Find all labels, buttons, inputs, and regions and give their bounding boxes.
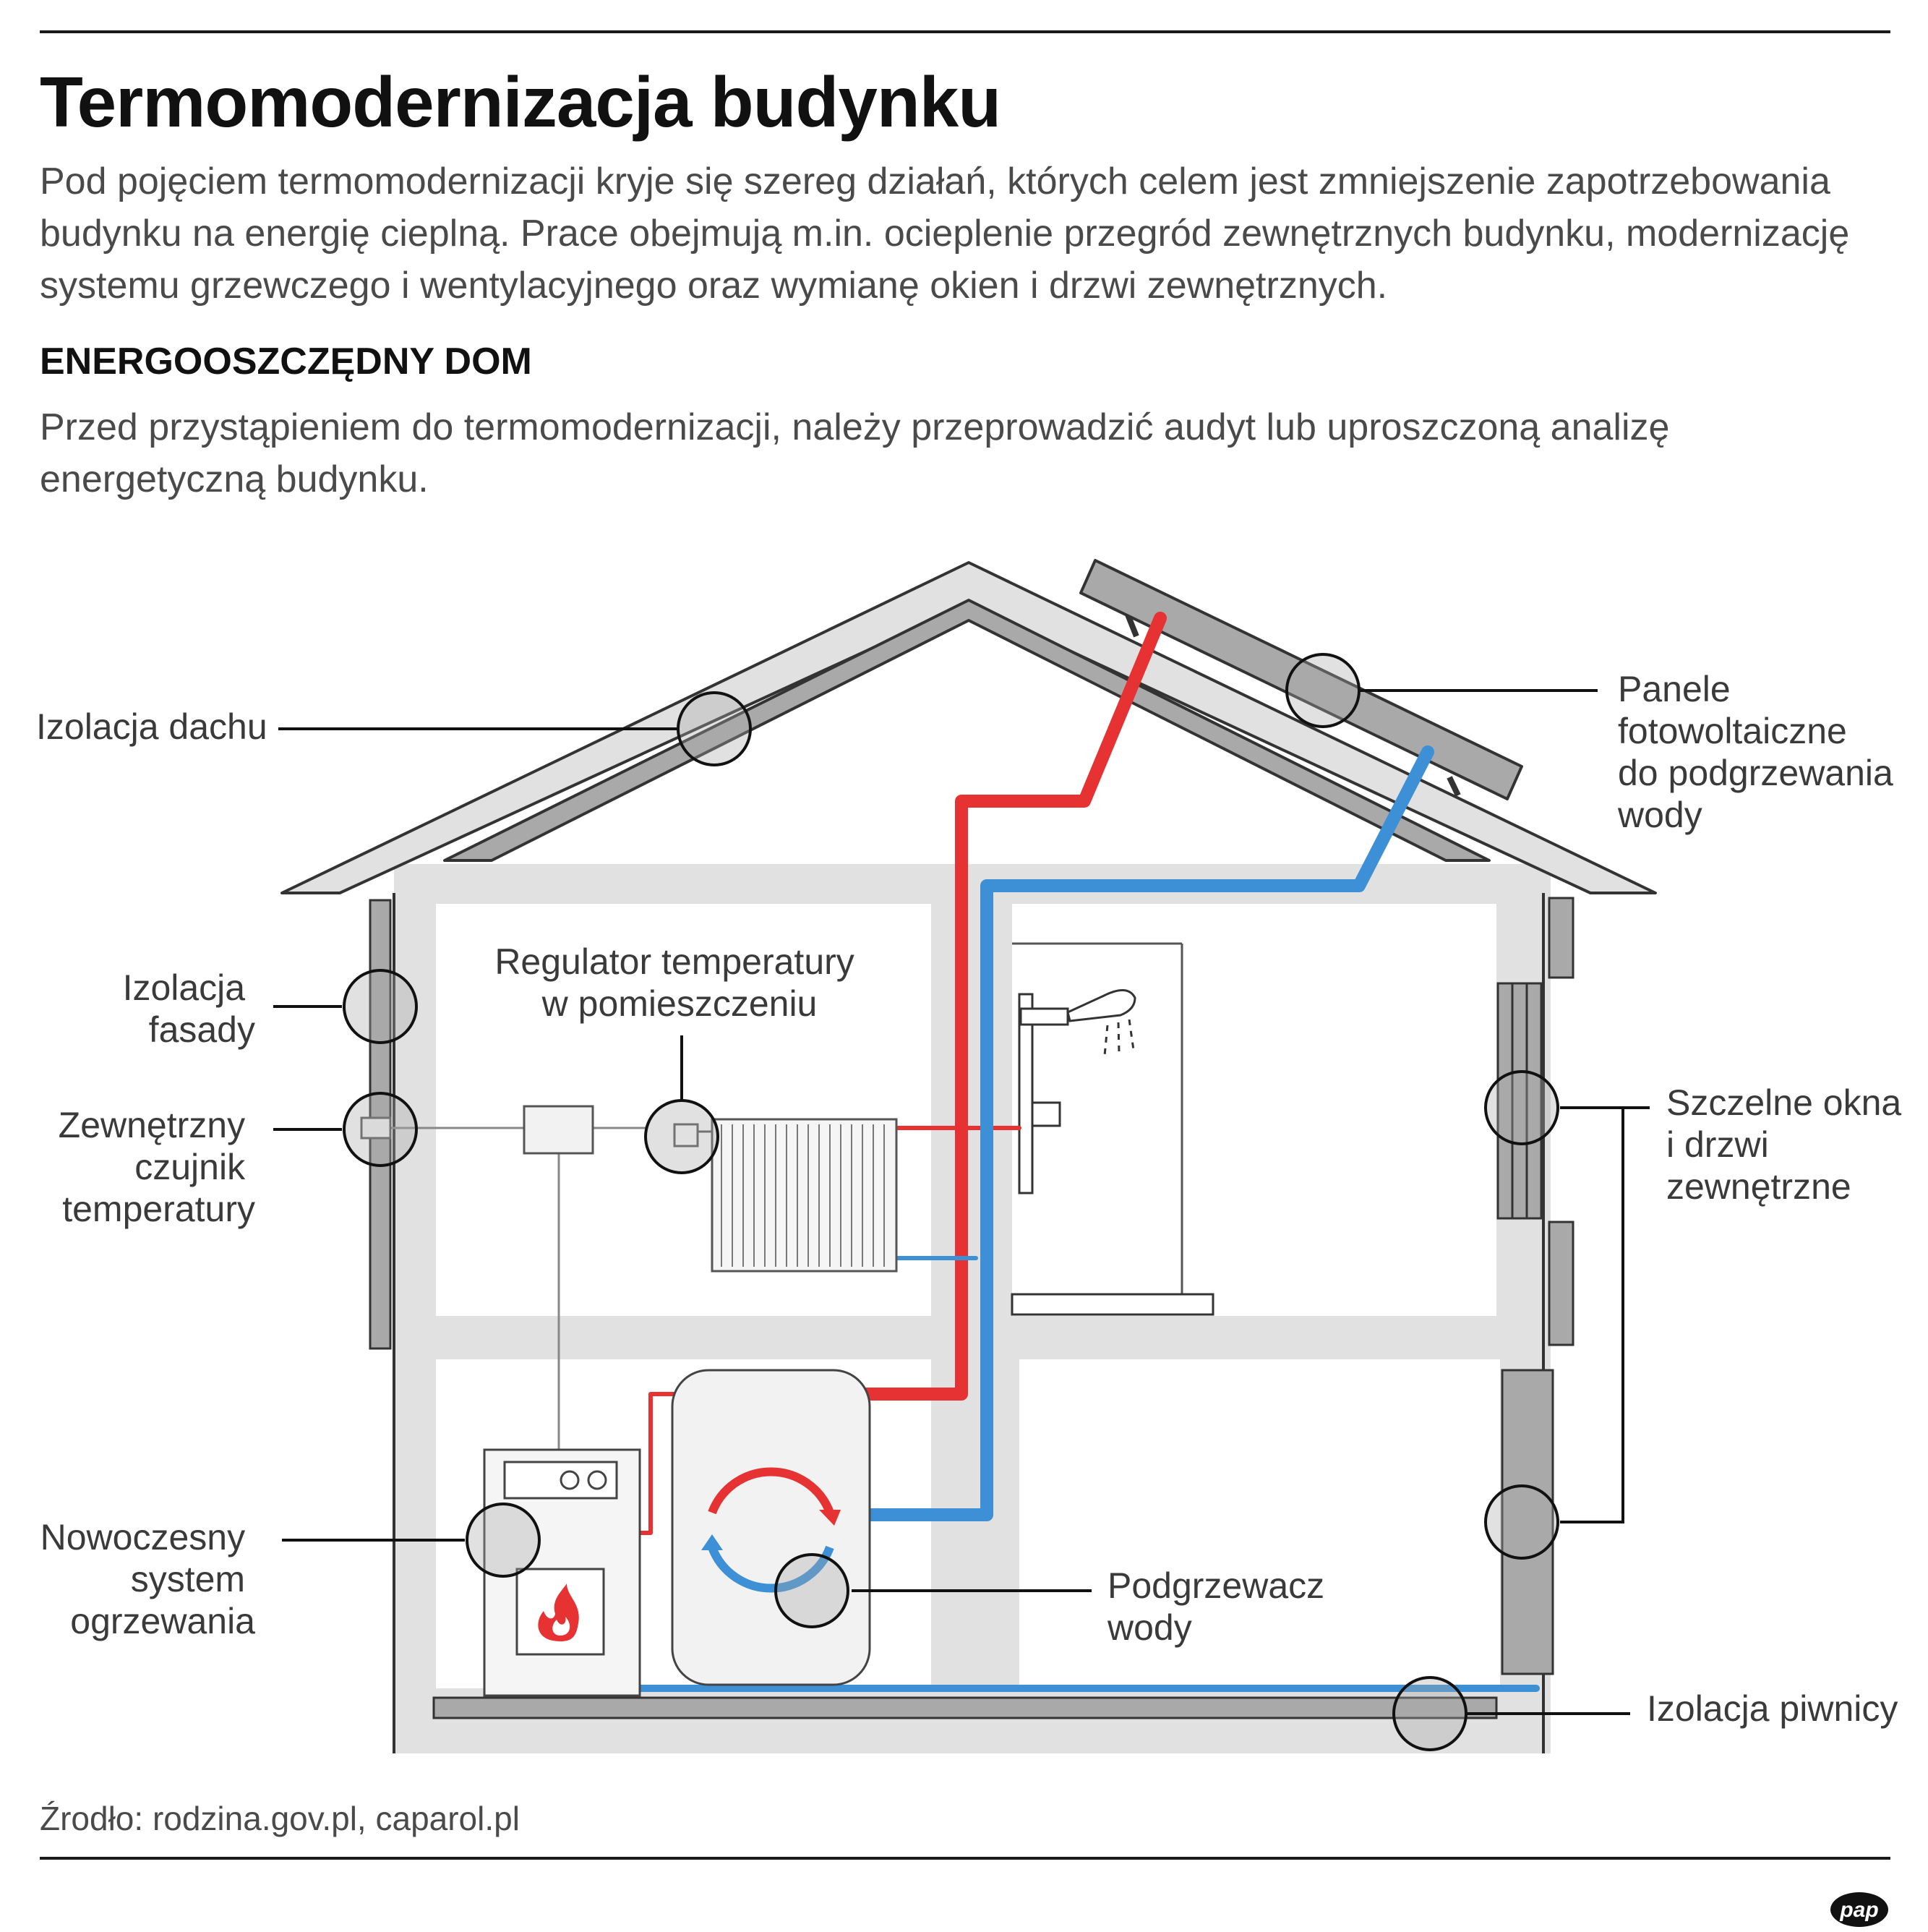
- callout-labels: Izolacja dachu Panele fotowoltaiczne do …: [36, 669, 1911, 1729]
- label-basement-insulation: Izolacja piwnicy: [1647, 1688, 1898, 1729]
- section-title: ENERGOOSZCZĘDNY DOM: [40, 341, 532, 382]
- marker-roof-insulation: [677, 691, 752, 766]
- window-frame: [1496, 982, 1543, 1220]
- callout-leaders: [273, 689, 1650, 1715]
- marker-door: [1484, 1484, 1559, 1560]
- shower: [1011, 942, 1214, 1316]
- label-windows-doors: Szczelne okna i drzwi zewnętrzne: [1666, 1082, 1911, 1207]
- bottom-rule: [40, 1857, 1890, 1860]
- label-outdoor-sensor: Zewnętrzny czujnik temperatury: [59, 1105, 255, 1229]
- roof: [280, 561, 1657, 894]
- heating-cycle-arrow-blue: [708, 1545, 834, 1593]
- water-heater-tank: [671, 1369, 871, 1686]
- source-note: Źrodło: rodzina.gov.pl, caparol.pl: [40, 1800, 520, 1837]
- control-unit: [523, 1105, 594, 1155]
- pap-logo: pap: [1830, 1892, 1888, 1927]
- boiler: [483, 1448, 641, 1697]
- marker-room-regulator: [644, 1099, 719, 1174]
- marker-heating-system: [466, 1503, 541, 1578]
- section-paragraph: Przed przystąpieniem do termomodernizacj…: [40, 406, 1670, 500]
- label-facade-insulation: Izolacja fasady: [123, 967, 255, 1050]
- marker-outdoor-sensor: [343, 1092, 418, 1167]
- label-room-regulator: Regulator temperatury w pomieszczeniu: [494, 941, 864, 1024]
- radiator: [711, 1118, 898, 1273]
- control-wiring: [390, 1127, 647, 1450]
- marker-pv-panels: [1285, 653, 1361, 728]
- basement-wall-insulation: [1501, 1369, 1554, 1675]
- marker-window: [1484, 1070, 1559, 1145]
- basement-floor-slab: [432, 1696, 1498, 1719]
- intro-paragraph: Pod pojęciem termomodernizacji kryje się…: [40, 161, 1850, 307]
- marker-facade-insulation: [343, 969, 418, 1044]
- callout-markers: [343, 653, 1559, 1751]
- heating-cycle-arrow-red: [708, 1467, 834, 1515]
- outdoor-sensor-device: [360, 1116, 392, 1140]
- label-water-heater: Podgrzewacz wody: [1107, 1565, 1334, 1648]
- flame-icon: [538, 1583, 579, 1641]
- svg-text:pap: pap: [1839, 1898, 1878, 1922]
- house-walls: [393, 864, 1551, 1753]
- cold-water-pipes: [636, 745, 1540, 1692]
- marker-basement-insulation: [1392, 1676, 1468, 1751]
- label-heating-system: Nowoczesny system ogrzewania: [40, 1517, 256, 1641]
- top-rule: [40, 30, 1890, 33]
- marker-water-heater: [774, 1553, 849, 1628]
- page-title: Termomodernizacja budynku: [40, 62, 1001, 142]
- label-pv-panels: Panele fotowoltaiczne do podgrzewania wo…: [1617, 669, 1903, 835]
- solar-panel: [1079, 559, 1523, 800]
- label-roof-insulation: Izolacja dachu: [36, 706, 267, 747]
